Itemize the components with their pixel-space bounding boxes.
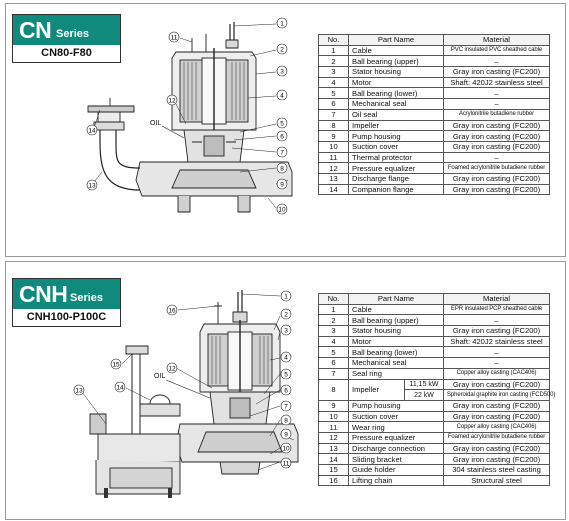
callout-8: 8 (280, 165, 284, 172)
col-header-no: No. (318, 293, 349, 305)
callout-6: 6 (284, 387, 288, 394)
callout-1: 1 (284, 293, 288, 300)
callout-3: 3 (280, 68, 284, 75)
callout-10: 10 (278, 206, 286, 213)
callout-10: 10 (282, 445, 290, 452)
callout-2: 2 (284, 311, 288, 318)
model-range: CNH100-P100C (26, 311, 107, 323)
col-header-no: No. (318, 34, 349, 46)
callout-5: 5 (284, 371, 288, 378)
cnh-callout-markers: 1 2 3 4 5 6 7 8 9 10 11 12 13 1 (73, 290, 292, 469)
callout-3: 3 (284, 327, 288, 334)
callout-8: 8 (284, 417, 288, 424)
series-suffix: Series (56, 28, 90, 40)
callout-7: 7 (284, 403, 288, 410)
callout-2: 2 (280, 46, 284, 53)
callout-4: 4 (284, 354, 288, 361)
callout-6: 6 (280, 133, 284, 140)
series-name: CN (19, 17, 52, 43)
col-header-material: Material (443, 293, 551, 305)
oil-label: OIL (154, 373, 165, 380)
callout-15: 15 (112, 361, 120, 368)
table-header-row: No. Part Name Material (318, 34, 550, 46)
callout-7: 7 (280, 149, 284, 156)
callout-9: 9 (280, 181, 284, 188)
series-name: CNH (19, 281, 68, 307)
callout-1: 1 (280, 20, 284, 27)
callout-12: 12 (168, 97, 176, 104)
callout-4: 4 (280, 92, 284, 99)
col-header-material: Material (443, 34, 550, 46)
callout-11: 11 (171, 34, 178, 41)
cn-callout-markers: 1 2 3 4 5 6 7 8 9 10 11 12 13 1 (86, 17, 288, 215)
callout-11: 11 (283, 460, 290, 467)
callout-5: 5 (280, 120, 284, 127)
cnh-series-badge: CNH Series CNH100-P100C (12, 278, 121, 327)
model-range: CN80-F80 (41, 47, 92, 59)
table-row-impeller-variant: 22 kW Spheroidal graphite iron casting (… (319, 389, 555, 401)
cn-series-badge: CN Series CN80-F80 (12, 14, 121, 63)
callout-13: 13 (75, 387, 83, 394)
cnh-cross-section-diagram: OIL 1 2 3 4 (73, 290, 299, 498)
table-header-row: No. Part Name Material (318, 293, 551, 305)
col-header-part-name: Part Name (348, 34, 444, 46)
callout-13: 13 (88, 182, 96, 189)
callout-16: 16 (168, 307, 176, 314)
series-suffix: Series (70, 292, 104, 304)
callout-14: 14 (116, 384, 124, 391)
callout-12: 12 (168, 365, 176, 372)
table-row-impeller: 8 Impeller 11,15 kW Gray iron casting (F… (318, 378, 551, 401)
cn-cross-section-diagram: OIL 1 2 3 4 (86, 17, 293, 215)
col-header-part-name: Part Name (347, 293, 445, 305)
oil-label: OIL (150, 120, 161, 127)
callout-9: 9 (284, 431, 288, 438)
callout-14: 14 (88, 127, 96, 134)
